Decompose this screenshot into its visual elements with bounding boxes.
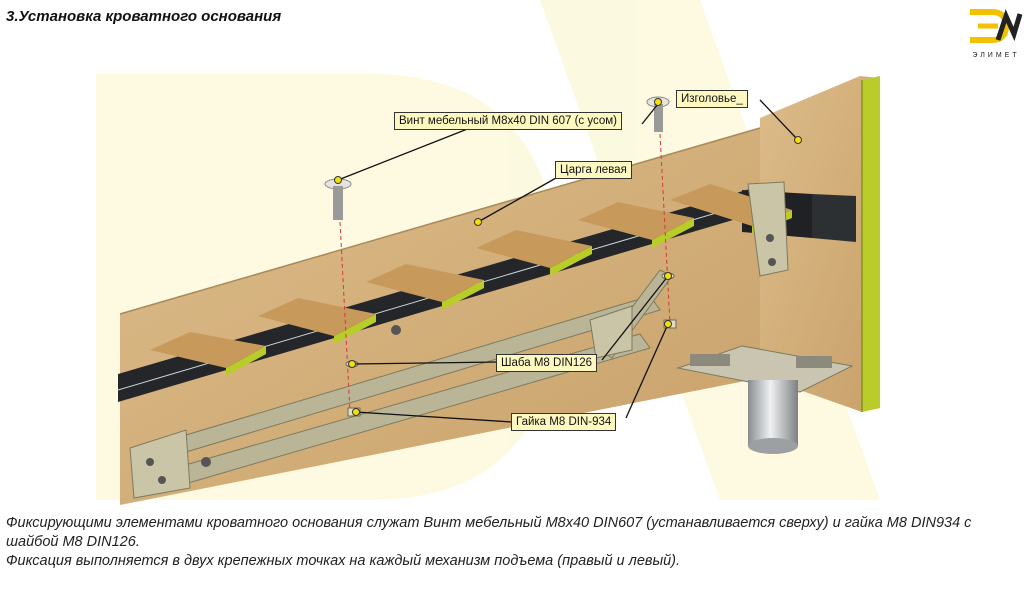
logo-text: ЭЛИМЕТ — [972, 52, 1020, 59]
callout-headboard: Изголовье_ — [676, 90, 748, 108]
callout-washer: Шаба М8 DIN126 — [496, 354, 598, 372]
description-line-2: Фиксация выполняется в двух крепежных то… — [6, 553, 681, 569]
leader-dots — [334, 98, 802, 416]
lift-mechanism — [129, 181, 789, 499]
page-title: 3.Установка кроватного основания — [6, 8, 282, 25]
slats — [150, 184, 792, 376]
callout-nut: Гайка М8 DIN-934 — [511, 413, 617, 431]
callout-screw: Винт мебельный М8х40 DIN 607 (с усом) — [394, 112, 622, 130]
bed-leg — [676, 345, 854, 454]
elimet-logo — [970, 9, 1023, 43]
bed-base-illustration — [96, 0, 880, 505]
callout-side-rail: Царга левая — [555, 161, 632, 179]
description-line-1: Фиксирующими элементами кроватного основ… — [6, 515, 972, 550]
mechanism-bolts — [146, 234, 776, 484]
description: Фиксирующими элементами кроватного основ… — [6, 514, 1016, 571]
leader-lines — [337, 99, 799, 423]
alignment-lines — [339, 133, 671, 413]
headboard — [760, 76, 880, 412]
